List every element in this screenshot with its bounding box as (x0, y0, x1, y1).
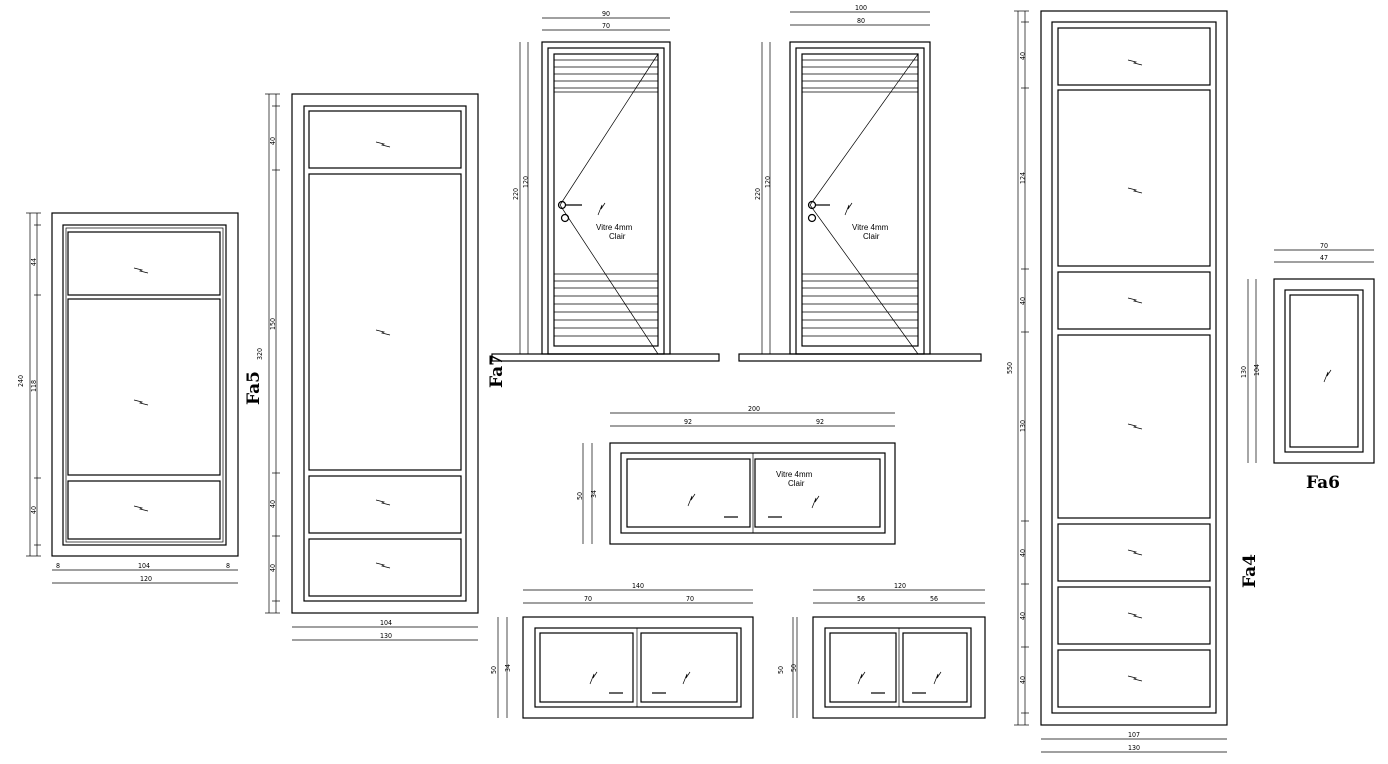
fa7-dim-h-mid: 120 (522, 176, 530, 188)
fa5-label: Fa5 (244, 371, 264, 405)
mid-dim-sub-l: 92 (684, 418, 692, 426)
b2-dim-sub-l: 56 (857, 595, 865, 603)
fa4-dim-h-4: 40 (1019, 612, 1027, 620)
b2-dim-h: 50 (777, 666, 785, 674)
fa7-dim-h: 220 (512, 188, 520, 200)
left-dim-h-top: 44 (30, 258, 38, 266)
left-dim-small-r: 8 (226, 562, 230, 570)
fa4-dim-h-total: 550 (1006, 362, 1014, 374)
fa6-dim-h: 130 (1240, 366, 1248, 378)
fa6-dim-w: 70 (1320, 242, 1328, 250)
middle-window: Vitre 4mm Clair 200 92 92 50 34 (576, 405, 896, 545)
fa7-label: Fa7 (487, 354, 507, 388)
mid-dim-h: 50 (576, 492, 584, 500)
fa4-dim-w-total: 130 (1128, 744, 1140, 752)
fa6-label: Fa6 (1306, 473, 1340, 493)
bottom-window-2: 120 56 56 50 50 (777, 582, 986, 719)
fa5-dim-h-mid: 150 (269, 318, 277, 330)
fa4-dim-h-130: 130 (1019, 420, 1027, 432)
left-dim-h-total: 240 (17, 375, 25, 387)
mid-dim-h-inner: 34 (590, 490, 598, 498)
fa6-dim-h-inner: 104 (1253, 364, 1261, 376)
fa4-dim-w-inner: 107 (1128, 731, 1140, 739)
mid-dim-sub-r: 92 (816, 418, 824, 426)
door-2: Vitre 4mm Clair 100 80 220 120 (738, 4, 982, 362)
left-dim-small-l: 8 (56, 562, 60, 570)
left-window: 240 118 44 40 104 120 8 8 (17, 212, 239, 584)
left-dim-h-mid: 118 (30, 380, 38, 392)
fa7-dim-w: 90 (602, 10, 610, 18)
door2-dim-h-mid: 120 (764, 176, 772, 188)
left-dim-w-inner: 104 (138, 562, 150, 570)
fa4-dim-h-3: 40 (1019, 549, 1027, 557)
b1-dim-sub-l: 70 (584, 595, 592, 603)
fa7-glass-note-1: Vitre 4mm (596, 223, 633, 232)
door2-dim-w: 100 (855, 4, 867, 12)
b1-dim-sub-r: 70 (686, 595, 694, 603)
fa5-dim-h-total: 320 (256, 348, 264, 360)
b1-dim-h: 50 (490, 666, 498, 674)
fa5-dim-w-inner: 104 (380, 619, 392, 627)
left-dim-h-bot: 40 (30, 506, 38, 514)
fa5-dim-h-b1: 40 (269, 500, 277, 508)
fa5-window: 150 40 40 40 320 104 130 Fa5 (244, 93, 479, 641)
b2-dim-w: 120 (894, 582, 906, 590)
door2-dim-h: 220 (754, 188, 762, 200)
b1-dim-h-inner: 34 (504, 664, 512, 672)
b2-dim-sub-r: 56 (930, 595, 938, 603)
fa4-dim-h-124: 124 (1019, 172, 1027, 184)
door2-dim-w-inner: 80 (857, 17, 865, 25)
fa4-label: Fa4 (1240, 554, 1260, 588)
bottom-window-1: 140 70 70 50 34 (490, 582, 754, 719)
fa7-dim-w-inner: 70 (602, 22, 610, 30)
fa7-glass-note-2: Clair (609, 232, 626, 241)
left-dim-w-total: 120 (140, 575, 152, 583)
fa4-dim-h-5: 40 (1019, 676, 1027, 684)
fa4-dim-h-top: 40 (1019, 52, 1027, 60)
fa5-dim-h-top: 40 (269, 137, 277, 145)
fa6-dim-w-inner: 47 (1320, 254, 1328, 262)
fa5-dim-w-total: 130 (380, 632, 392, 640)
mid-glass-note-2: Clair (788, 479, 805, 488)
fa4-window: 550 124 130 40 40 40 40 40 107 130 Fa4 (1006, 10, 1260, 753)
fa5-dim-h-b2: 40 (269, 564, 277, 572)
mid-glass-note-1: Vitre 4mm (776, 470, 813, 479)
door2-glass-note-1: Vitre 4mm (852, 223, 889, 232)
fa4-dim-h-2: 40 (1019, 297, 1027, 305)
mid-dim-w: 200 (748, 405, 760, 413)
b2-dim-h-inner: 50 (790, 664, 798, 672)
door2-glass-note-2: Clair (863, 232, 880, 241)
fa7-door-1: Vitre 4mm Clair 90 70 220 120 Fa7 (487, 10, 720, 388)
fa6-window: 70 47 130 104 Fa6 (1240, 242, 1375, 493)
b1-dim-w: 140 (632, 582, 644, 590)
